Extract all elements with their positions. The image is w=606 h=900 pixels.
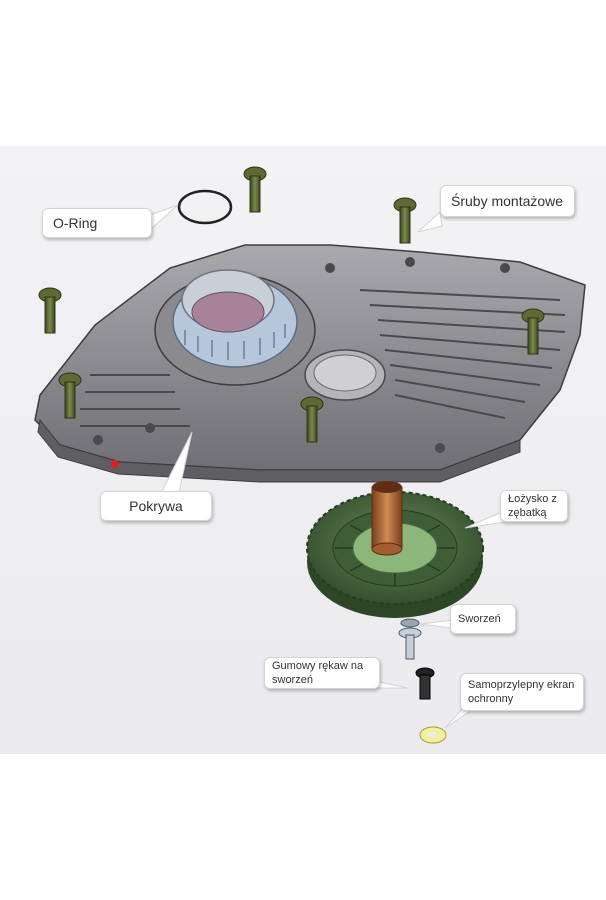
rubber-sleeve-part <box>415 667 435 700</box>
protective-screen-part <box>419 726 447 744</box>
cover-label: Pokrywa <box>129 498 183 514</box>
mounting-screws-label: Śruby montażowe <box>451 193 564 209</box>
callout-mounting-screws: Śruby montażowe <box>440 185 575 217</box>
callout-bearing-with-gear: Łożysko z zębatką <box>500 490 568 522</box>
o-ring-label: O-Ring <box>53 215 98 231</box>
mounting-bolt <box>243 166 267 213</box>
bearing-with-gear-label: Łożysko z zębatką <box>508 493 557 519</box>
exploded-view-diagram: O-Ring Śruby montażowe Pokrywa Łożysko z… <box>0 146 606 754</box>
protective-screen-label: Samoprzylepny ekran ochronny <box>468 679 575 705</box>
rubber-sleeve-label: Gumowy rękaw na sworzeń <box>272 660 364 686</box>
mounting-bolt <box>393 197 417 244</box>
mounting-bolt <box>300 396 324 443</box>
mounting-bolt <box>58 372 82 419</box>
mounting-bolt <box>38 287 62 334</box>
pin-label: Sworzeń <box>458 613 501 625</box>
callout-pin: Sworzeń <box>450 604 516 634</box>
callout-o-ring: O-Ring <box>42 208 152 238</box>
mounting-bolt <box>521 308 545 355</box>
callout-protective-screen: Samoprzylepny ekran ochronny <box>460 673 584 711</box>
o-ring-part <box>177 189 233 225</box>
bearing-shaft <box>371 481 403 556</box>
cover-part <box>34 244 586 483</box>
callout-rubber-sleeve: Gumowy rękaw na sworzeń <box>264 657 380 689</box>
pin-part <box>398 618 422 660</box>
callout-cover: Pokrywa <box>100 491 212 521</box>
